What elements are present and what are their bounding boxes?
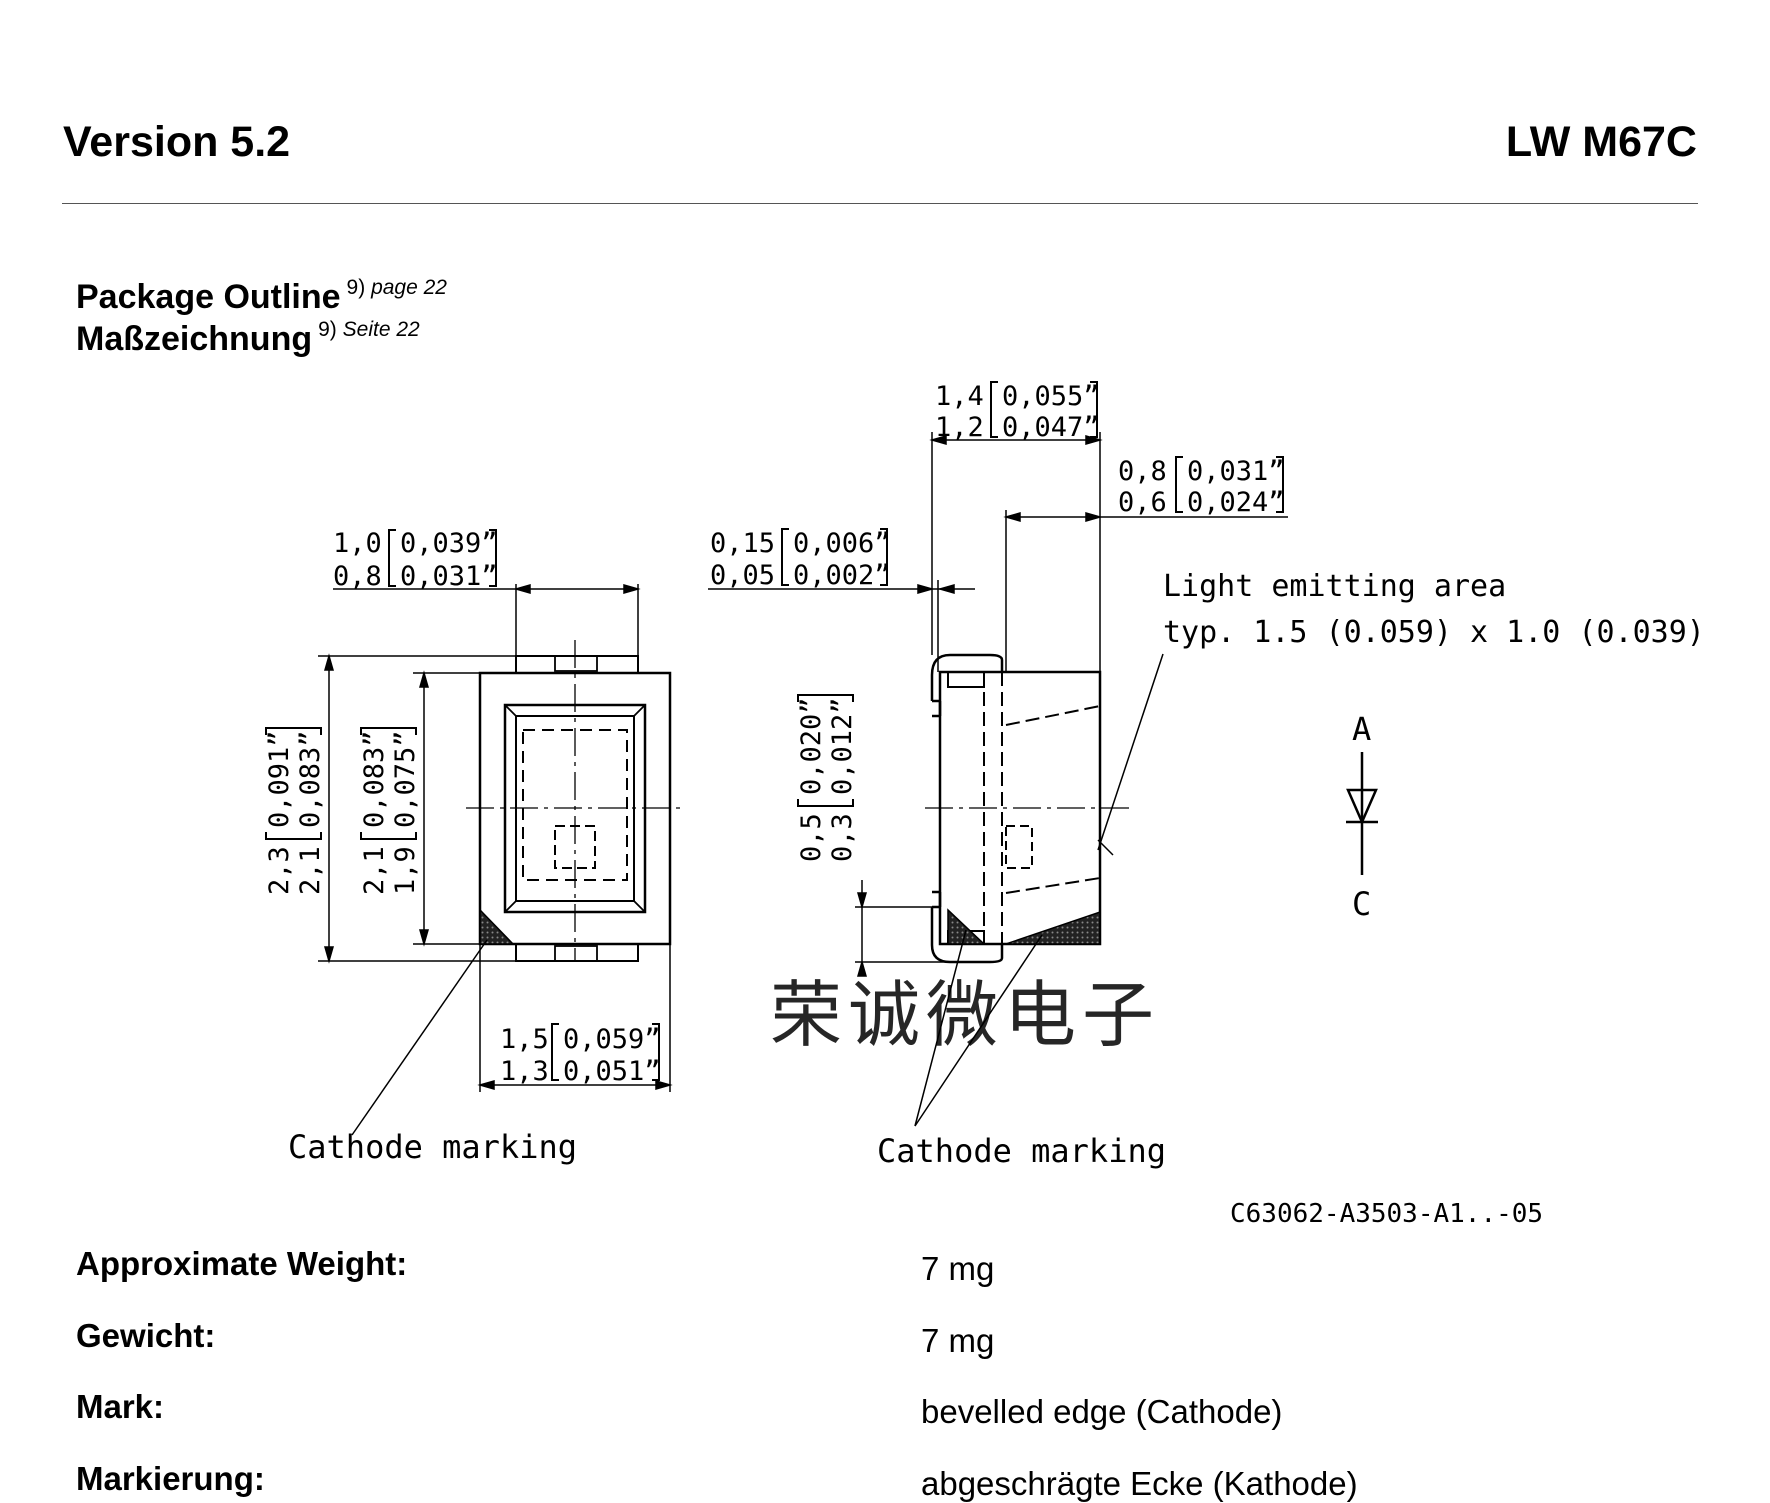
package-drawing: 1,0 0,8 0,039” 0,031” 1,5 1,3 0,059” 0,0… <box>264 381 1705 1229</box>
ref-number-de: 9) <box>318 318 337 341</box>
drawing-number: C63062-A3503-A1..-05 <box>1230 1199 1543 1229</box>
weight-label-de: Gewicht: <box>76 1317 216 1354</box>
dim-outer-height-mm-max: 2,3 <box>264 846 295 895</box>
dim-lead-height-mm-max: 0,5 <box>796 813 827 862</box>
side-dim-texts: 1,4 1,2 0,055” 0,047” 0,8 0,6 0,031” 0,0… <box>710 381 1705 1229</box>
side-dimensions <box>708 432 1288 1127</box>
dim-total-side-in-max: 0,055” <box>1002 381 1100 412</box>
dim-width-mm-min: 0,8 <box>333 561 382 592</box>
bottom-pad-inner <box>554 945 598 962</box>
dim-lead-thickness-in-min: 0,002” <box>793 560 891 591</box>
dim-outer-height-in-max: 0,091” <box>264 730 295 828</box>
watermark-text: 荣诚微电子 <box>770 973 1160 1057</box>
dim-body-side-in-max: 0,031” <box>1187 456 1285 487</box>
package-outline-title-de: Maßzeichnung <box>76 320 313 358</box>
weight-value-de: 7 mg <box>921 1322 995 1359</box>
dim-total-side-in-min: 0,047” <box>1002 412 1100 443</box>
dim-total-side-mm-max: 1,4 <box>935 381 984 412</box>
dim-body-side-mm-min: 0,6 <box>1118 487 1167 518</box>
ref-number: 9) <box>346 276 366 299</box>
front-dimensions <box>318 584 673 1136</box>
dim-lead-thickness-mm-max: 0,15 <box>710 528 775 559</box>
front-dim-texts: 1,0 0,8 0,039” 0,031” 1,5 1,3 0,059” 0,0… <box>264 528 661 1166</box>
ref-page-en: page 22 <box>371 276 447 299</box>
dim-lead-thickness-in-max: 0,006” <box>793 528 891 559</box>
dim-lead-height-in-max: 0,020” <box>796 697 827 795</box>
dim-width-mm-max: 1,0 <box>333 528 382 559</box>
mark-label-de: Markierung: <box>76 1460 265 1497</box>
header-divider <box>62 203 1698 204</box>
ref-page-de: Seite 22 <box>342 318 420 341</box>
front-view <box>466 640 684 962</box>
dim-outer-height-mm-min: 2,1 <box>295 846 326 895</box>
mark-value-de: abgeschrägte Ecke (Kathode) <box>921 1465 1358 1502</box>
lead-top <box>930 653 1004 701</box>
dim-body-side-in-min: 0,024” <box>1187 487 1285 518</box>
dim-bottom-in-max: 0,059” <box>563 1024 661 1055</box>
dim-width-in-min: 0,031” <box>400 561 498 592</box>
cathode-marking-right: Cathode marking <box>877 1132 1166 1170</box>
dim-bottom-mm-min: 1,3 <box>500 1056 549 1087</box>
part-number: LW M67C <box>1505 118 1697 166</box>
dim-inner-height-in-min: 0,075” <box>390 730 421 828</box>
diode-symbol-icon: A C <box>1346 710 1378 923</box>
side-view <box>925 653 1130 964</box>
dim-outer-height-in-min: 0,083” <box>295 730 326 828</box>
mark-value-en: bevelled edge (Cathode) <box>921 1393 1283 1430</box>
version-label: Version 5.2 <box>63 118 291 166</box>
cathode-bevel-front <box>479 908 515 945</box>
dim-bottom-in-min: 0,051” <box>563 1056 661 1087</box>
cathode-label: C <box>1352 885 1371 923</box>
cathode-marking-left: Cathode marking <box>288 1128 577 1166</box>
masszeichnung-ref: 9) Seite 22 <box>318 318 420 341</box>
dim-inner-height-in-max: 0,083” <box>359 730 390 828</box>
dim-lead-height-in-min: 0,012” <box>827 697 858 795</box>
package-outline-ref: 9) page 22 <box>347 276 447 299</box>
dim-width-in-max: 0,039” <box>400 528 498 559</box>
top-pad-inner <box>554 655 598 672</box>
mark-label-en: Mark: <box>76 1388 165 1425</box>
weight-value-en: 7 mg <box>921 1250 995 1287</box>
cathode-bevel-side <box>1005 910 1101 945</box>
light-area-line1: Light emitting area <box>1163 569 1506 604</box>
package-outline-title-en: Package Outline <box>76 278 341 316</box>
dim-body-side-mm-max: 0,8 <box>1118 456 1167 487</box>
dim-bottom-mm-max: 1,5 <box>500 1024 549 1055</box>
anode-label: A <box>1352 710 1371 748</box>
dim-lead-thickness-mm-min: 0,05 <box>710 560 775 591</box>
light-area-line2: typ. 1.5 (0.059) x 1.0 (0.039) <box>1163 615 1705 650</box>
dim-inner-height-mm-max: 2,1 <box>359 846 390 895</box>
dim-inner-height-mm-min: 1,9 <box>390 846 421 895</box>
weight-label-en: Approximate Weight: <box>76 1245 408 1282</box>
dim-lead-height-mm-min: 0,3 <box>827 813 858 862</box>
dim-total-side-mm-min: 1,2 <box>935 412 984 443</box>
